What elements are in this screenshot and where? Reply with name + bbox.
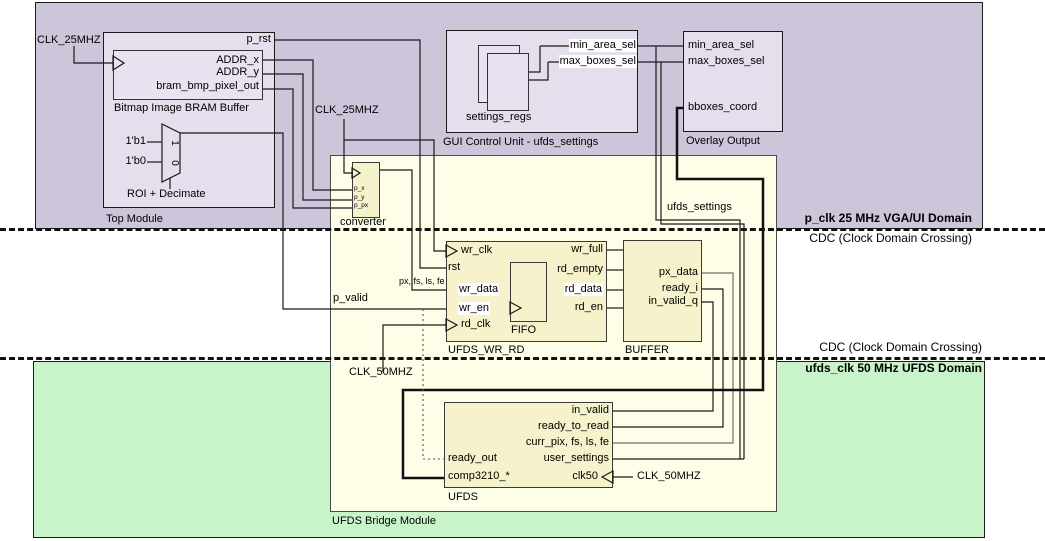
port-ready-to-read: ready_to_read bbox=[538, 420, 609, 432]
port-ready-i: ready_i bbox=[661, 282, 698, 294]
port-p-x: p_x bbox=[354, 185, 365, 192]
fifo-title: FIFO bbox=[511, 324, 537, 336]
settings-regs-front-icon bbox=[487, 53, 529, 111]
port-rd-clk: rd_clk bbox=[461, 318, 491, 330]
signal-max-boxes-sel: max_boxes_sel bbox=[558, 55, 637, 68]
converter-title: converter bbox=[340, 216, 386, 228]
ufds-domain-label: ufds_clk 50 MHz UFDS Domain bbox=[805, 361, 982, 375]
port-in-valid: in_valid bbox=[571, 404, 609, 416]
port-rd-data: rd_data bbox=[563, 283, 603, 296]
port-p-y: p_y bbox=[354, 194, 365, 201]
cdc-label-top: CDC (Clock Domain Crossing) bbox=[809, 231, 972, 245]
port-wr-en: wr_en bbox=[458, 302, 490, 315]
ufds-title: UFDS bbox=[448, 491, 478, 503]
px-bundle-label: px, fs, ls, fe bbox=[399, 276, 445, 286]
port-comp3210: comp3210_* bbox=[448, 470, 510, 482]
mux-input-1b0: 1'b0 bbox=[125, 155, 146, 167]
port-wr-data: wr_data bbox=[458, 283, 500, 296]
ufds-bridge-module-title: UFDS Bridge Module bbox=[332, 515, 436, 527]
port-in-valid-q: in_valid_q bbox=[648, 295, 698, 307]
port-overlay-max-boxes: max_boxes_sel bbox=[688, 55, 765, 67]
clk50-label-right: CLK_50MHZ bbox=[637, 470, 701, 482]
port-px-data: px_data bbox=[658, 266, 698, 278]
port-clk50: clk50 bbox=[572, 470, 598, 482]
buffer-title: BUFFER bbox=[625, 344, 669, 356]
port-wr-full: wr_full bbox=[571, 243, 603, 255]
roi-decimate-title: ROI + Decimate bbox=[127, 188, 206, 200]
port-user-settings: user_settings bbox=[543, 452, 609, 464]
clk50-label-left: CLK_50MHZ bbox=[349, 366, 413, 378]
port-rd-empty: rd_empty bbox=[557, 263, 603, 275]
bram-buffer-box bbox=[113, 50, 263, 100]
cdc-label-bottom: CDC (Clock Domain Crossing) bbox=[819, 340, 982, 354]
port-rd-en: rd_en bbox=[574, 301, 603, 313]
port-p-rst: p_rst bbox=[246, 33, 271, 45]
p-valid-label: p_valid bbox=[333, 292, 368, 304]
fifo-box bbox=[510, 262, 547, 322]
port-curr-pix: curr_pix, fs, ls, fe bbox=[525, 436, 609, 448]
signal-min-area-sel: min_area_sel bbox=[568, 39, 637, 52]
top-module-title: Top Module bbox=[106, 213, 163, 225]
mux-input-1b1: 1'b1 bbox=[125, 135, 146, 147]
bram-buffer-title: Bitmap Image BRAM Buffer bbox=[114, 102, 249, 114]
port-rst: rst bbox=[448, 261, 461, 273]
port-ready-out: ready_out bbox=[448, 452, 497, 464]
gui-control-unit-title: GUI Control Unit - ufds_settings bbox=[443, 136, 599, 148]
port-p-px: p_px bbox=[354, 202, 369, 209]
port-addr-y: ADDR_y bbox=[216, 66, 259, 78]
cdc-boundary-bottom bbox=[0, 357, 1045, 360]
ufds-wr-rd-title: UFDS_WR_RD bbox=[448, 344, 525, 356]
port-overlay-min-area: min_area_sel bbox=[688, 39, 755, 51]
vga-domain-label: p_clk 25 MHz VGA/UI Domain bbox=[804, 211, 972, 225]
port-addr-x: ADDR_x bbox=[216, 54, 259, 66]
overlay-output-title: Overlay Output bbox=[686, 135, 760, 147]
settings-regs-label: settings_regs bbox=[466, 111, 532, 123]
port-bboxes-coord: bboxes_coord bbox=[688, 101, 758, 113]
clk25-label-mid: CLK_25MHZ bbox=[315, 104, 379, 116]
port-bram-pixel-out: bram_bmp_pixel_out bbox=[156, 80, 259, 92]
ufds-settings-label: ufds_settings bbox=[667, 201, 732, 213]
clk25-label-topleft: CLK_25MHZ bbox=[37, 34, 101, 46]
port-wr-clk: wr_clk bbox=[461, 244, 493, 256]
